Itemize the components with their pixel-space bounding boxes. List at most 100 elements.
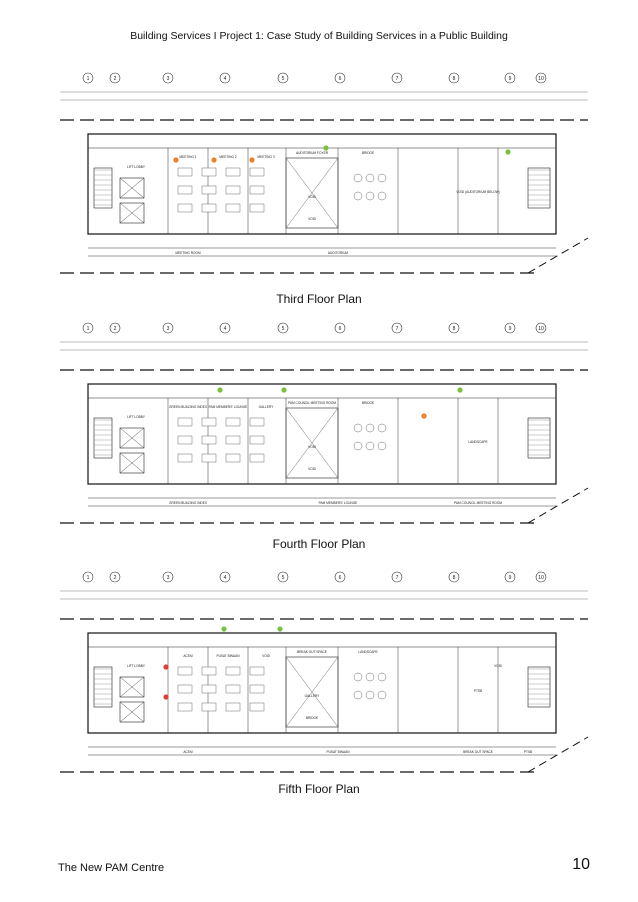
grid-bubble [219,322,231,334]
grid-label: 7 [396,575,399,581]
grid-label: 2 [114,326,117,332]
furniture [225,203,241,213]
room-label: LIFT LOBBY [127,664,146,668]
furniture [201,185,217,195]
furniture [201,417,217,427]
furniture [249,666,265,676]
furniture [177,417,193,427]
page-number: 10 [572,856,590,873]
table-round [365,173,375,183]
furniture [225,453,241,463]
stair-core [93,417,113,459]
green-marker [277,626,283,632]
room-label: LANDSCAPE [468,440,487,444]
lift-cross [119,676,145,698]
furniture [249,702,265,712]
green-marker [505,149,511,155]
grid-label: 3 [167,76,170,82]
room-label: LIFT LOBBY [127,165,146,169]
zone-label: PAM MEMBERS' LOUNGE [319,501,358,505]
room-label: PUSAT BINAAN [216,654,240,658]
grid-bubble [391,571,403,583]
grid-bubble [162,322,174,334]
room-label: MEETING 3 [257,155,274,159]
room-label: PAM COUNCIL MEETING ROOM [288,401,336,405]
furniture [225,417,241,427]
furniture [249,453,265,463]
grid-bubble [448,571,460,583]
plan-caption-third: Third Floor Plan [276,292,362,306]
furniture [201,435,217,445]
furniture [249,435,265,445]
green-marker [323,145,329,151]
zone-label: PAM COUNCIL MEETING ROOM [454,501,502,505]
grid-label: 9 [509,575,512,581]
grid-bubble [535,322,547,334]
grid-bubble [535,72,547,84]
room-label: VOID [308,195,316,199]
table-round [377,173,387,183]
room-label: BRIDGE [362,151,374,155]
stair-core [93,666,113,708]
grid-label: 6 [339,575,342,581]
grid-bubble [109,571,121,583]
grid-bubble [82,72,94,84]
grid-label: 6 [339,326,342,332]
void-cross [285,157,339,229]
table-round [353,191,363,201]
furniture [249,417,265,427]
table-round [365,672,375,682]
grid-label: 9 [509,76,512,82]
lift-cross [119,427,145,449]
red-marker [163,664,169,670]
stair-core [527,167,551,209]
grid-label: 7 [396,76,399,82]
green-marker [281,387,287,393]
grid-label: 10 [538,575,544,581]
green-marker [457,387,463,393]
room-label: MEETING 2 [219,155,236,159]
furniture [201,167,217,177]
orange-marker [211,157,217,163]
table-round [365,690,375,700]
furniture [177,666,193,676]
grid-label: 3 [167,326,170,332]
grid-bubble [109,322,121,334]
dashed-boundary [527,487,589,524]
grid-label: 4 [224,76,227,82]
furniture [177,203,193,213]
green-marker [217,387,223,393]
table-round [365,423,375,433]
furniture [177,185,193,195]
room-label: GREEN BUILDING INDEX [169,405,208,409]
grid-bubble [391,322,403,334]
grid-label: 2 [114,76,117,82]
zone-label: AUDITORIUM [328,251,348,255]
table-round [353,423,363,433]
grid-bubble [277,322,289,334]
orange-marker [249,157,255,163]
room-label: VOID [308,467,316,471]
grid-bubble [109,72,121,84]
orange-marker [421,413,427,419]
table-round [377,672,387,682]
grid-label: 2 [114,575,117,581]
room-label: VOID (AUDITORIUM BELOW) [456,190,499,194]
furniture [177,435,193,445]
grid-bubble [162,72,174,84]
grid-bubble [219,571,231,583]
table-round [353,173,363,183]
zone-label: GREEN BUILDING INDEX [169,501,208,505]
dashed-boundary [527,237,589,274]
plan-caption-fifth: Fifth Floor Plan [278,782,360,796]
room-label: ACEM [183,654,193,658]
grid-label: 8 [453,326,456,332]
furniture [225,435,241,445]
grid-label: 1 [87,575,90,581]
table-round [365,441,375,451]
zone-label: BREAK OUT SPACE [463,750,493,754]
page-header: Building Services I Project 1: Case Stud… [130,30,508,42]
lift-cross [119,177,145,199]
